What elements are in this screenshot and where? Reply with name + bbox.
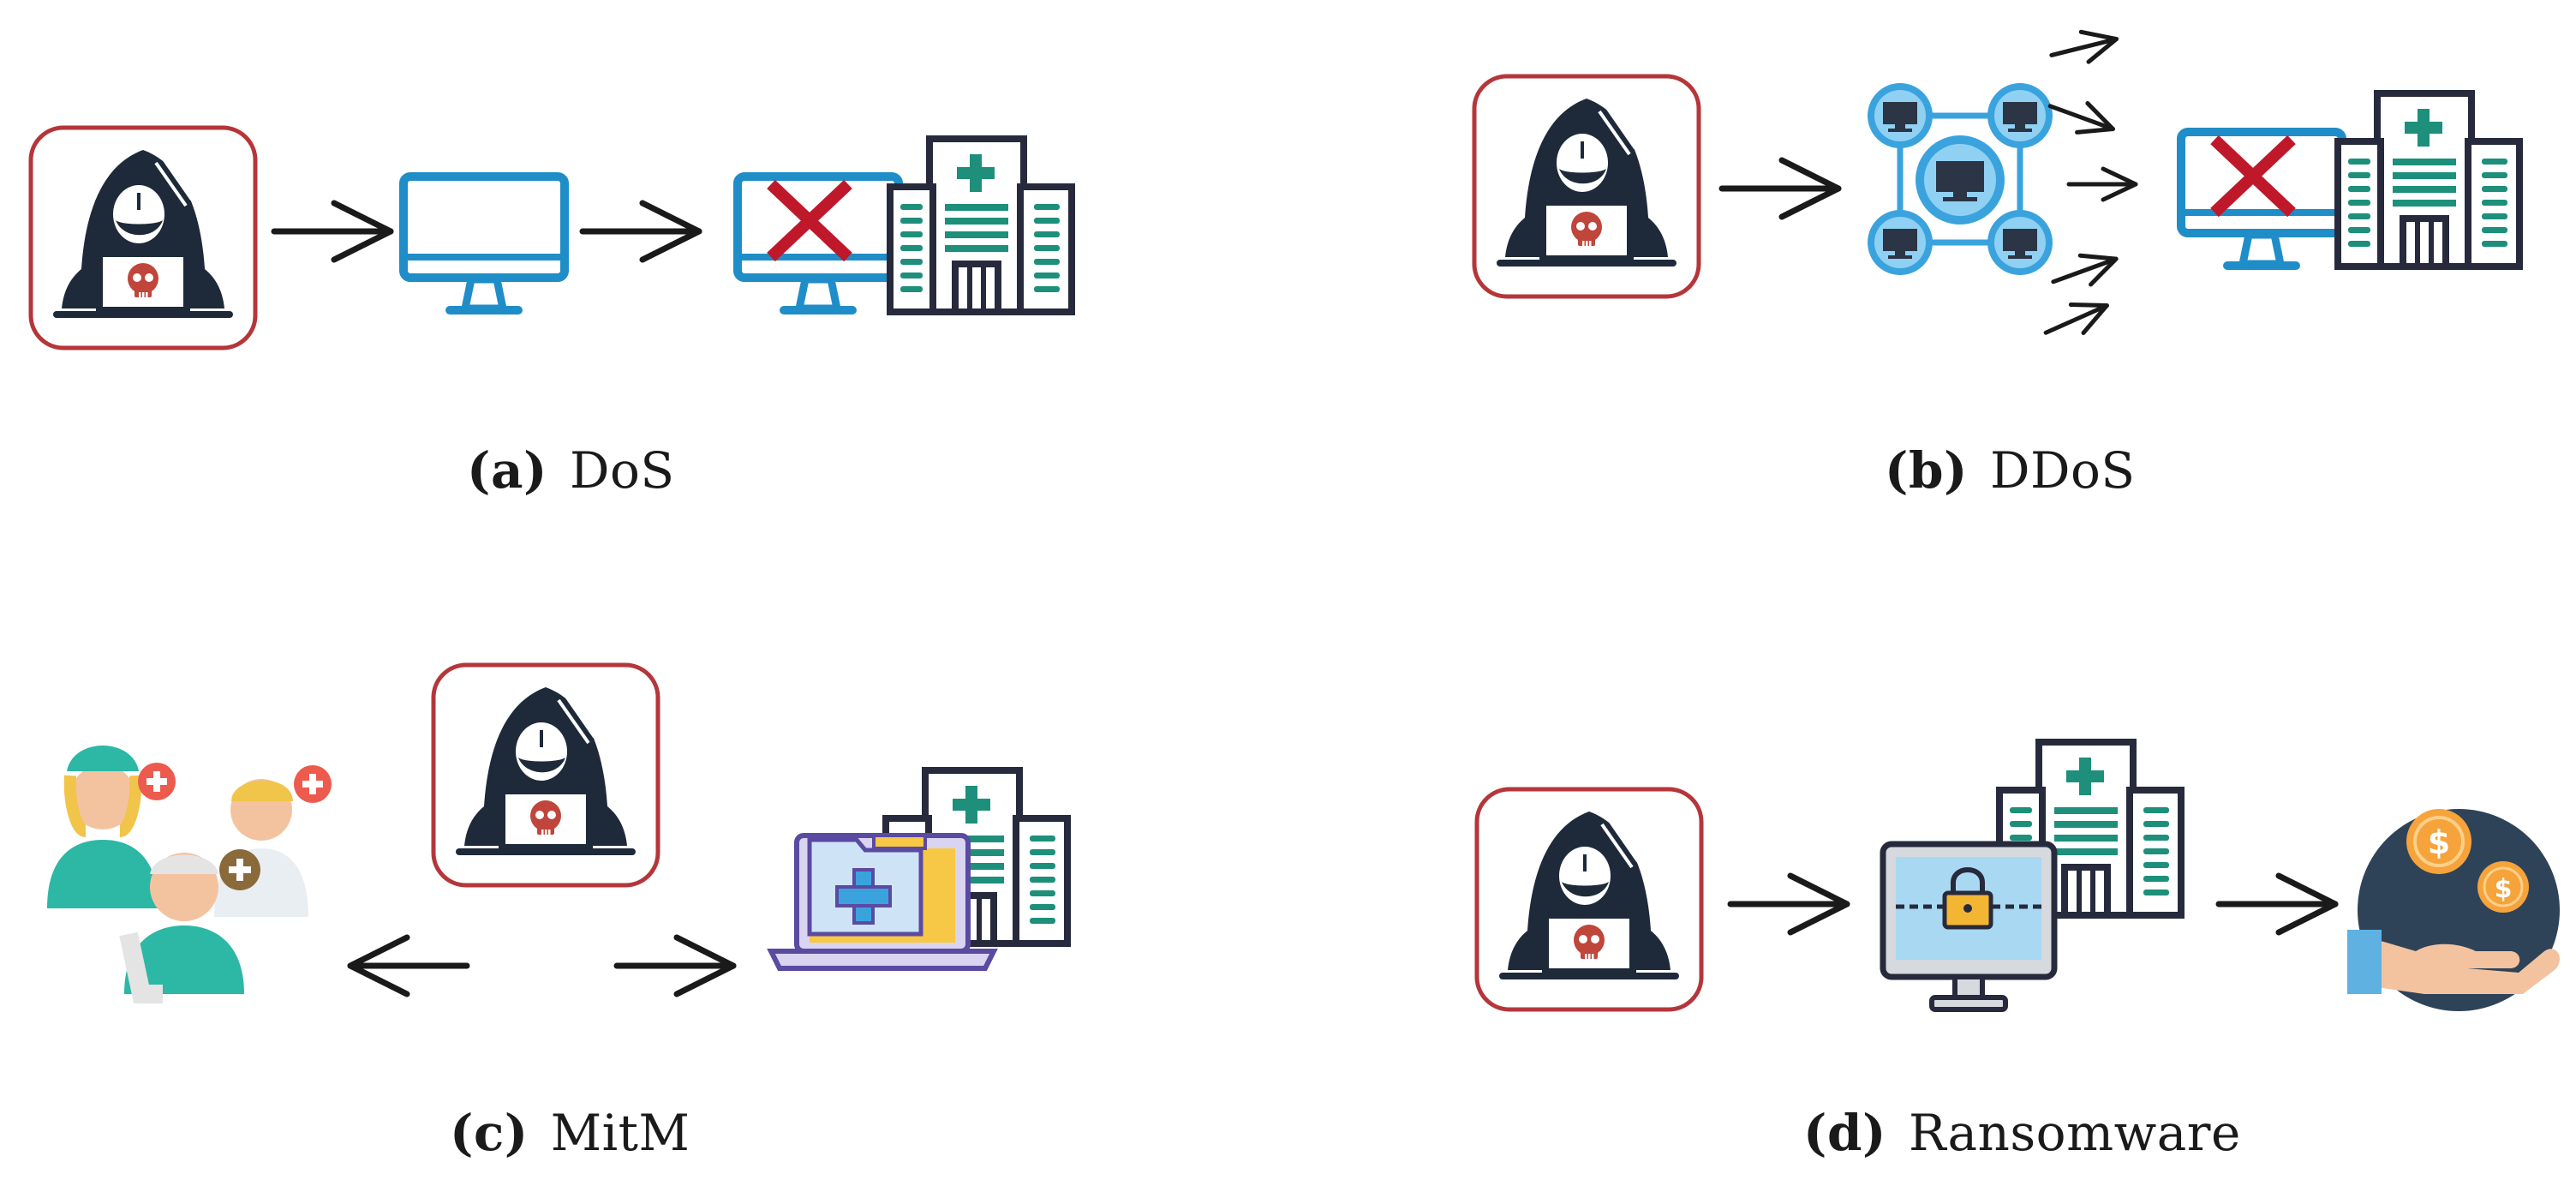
- arrow-icon: [583, 203, 699, 260]
- arrow-icon: [2219, 876, 2335, 932]
- arrow-right-icon: [617, 937, 733, 994]
- panel-mitm: [47, 591, 1242, 1003]
- caption-ransomware: (d)Ransomware: [1803, 1104, 2241, 1162]
- monitor-icon: [403, 177, 565, 310]
- hacker-icon: [1477, 789, 1701, 1009]
- caption-mitm: (c)MitM: [450, 1104, 690, 1162]
- hacker-icon: [433, 665, 658, 885]
- ransom-payment-icon: $ $: [2347, 809, 2561, 1011]
- botnet-icon: [1868, 83, 2053, 275]
- hospital-icon: [890, 139, 1072, 312]
- svg-text:$: $: [2495, 874, 2513, 904]
- svg-text:$: $: [2428, 824, 2450, 861]
- medical-staff-icon: [47, 746, 332, 1003]
- arrow-icon: [274, 203, 391, 260]
- ddos-flood-arrows: [2040, 24, 2136, 347]
- arrow-icon: [1730, 876, 1847, 932]
- panel-ransomware: $ $: [1456, 591, 2561, 1012]
- caption-ddos: (b)DDoS: [1885, 441, 2136, 500]
- hacker-icon: [31, 128, 255, 348]
- laptop-medical-folder-icon: [767, 833, 998, 971]
- arrow-left-icon: [350, 937, 467, 994]
- hospital-icon: [2338, 93, 2519, 267]
- arrow-icon: [1722, 160, 1838, 217]
- locked-monitor-icon: [1880, 841, 2058, 1012]
- hacker-icon: [1474, 76, 1699, 296]
- failed-monitor-icon: [738, 177, 899, 310]
- panel-ddos: [1456, 0, 2576, 548]
- caption-dos: (a)DoS: [467, 441, 675, 500]
- failed-monitor-icon: [2181, 132, 2342, 266]
